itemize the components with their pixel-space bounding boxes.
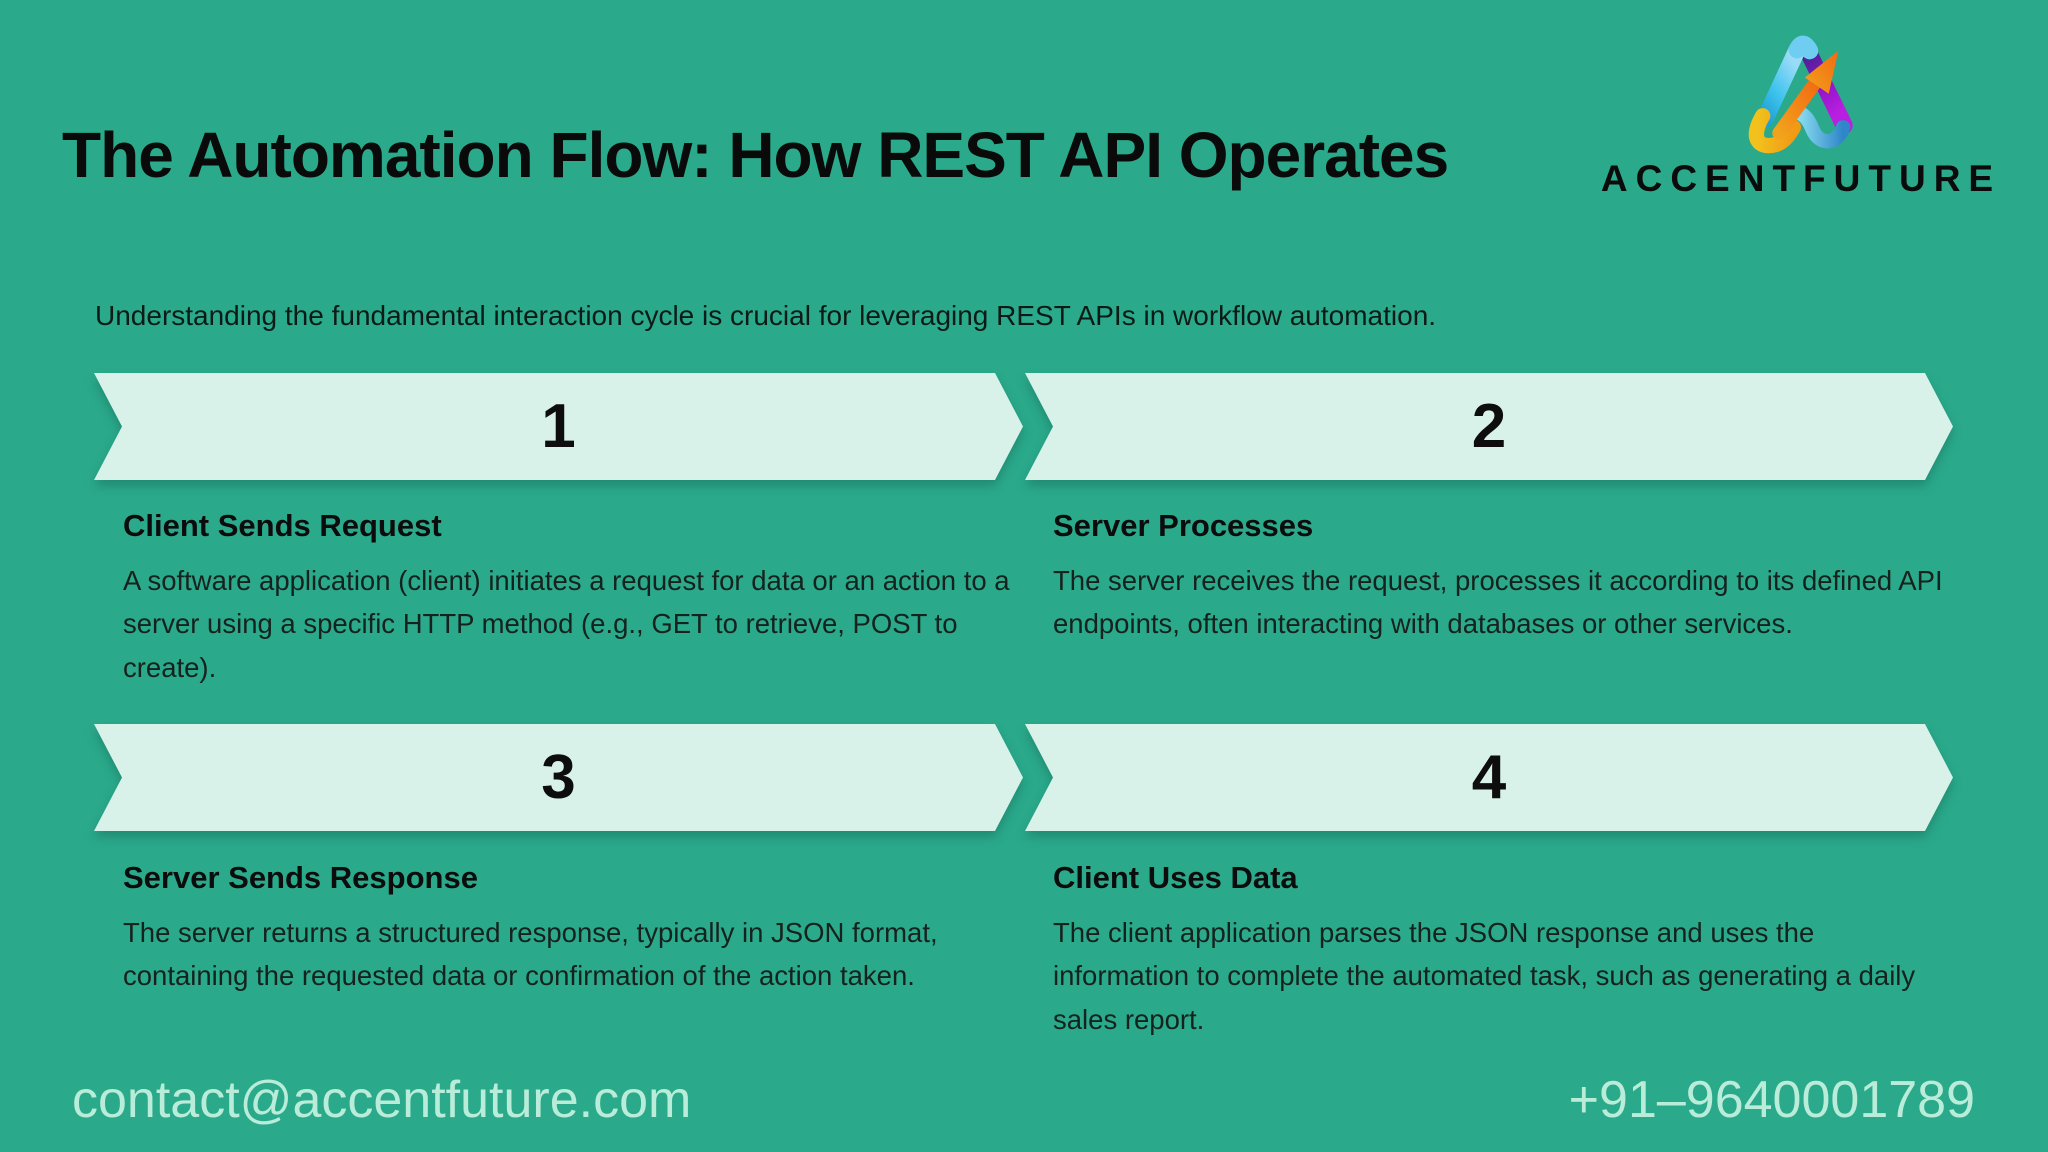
- step-4-number: 4: [1471, 742, 1507, 812]
- intro-text: Understanding the fundamental interactio…: [95, 300, 1437, 331]
- chevron-banner-shape: 1: [94, 373, 1023, 480]
- step-2-number: 2: [1471, 391, 1507, 461]
- step-1-content: Client Sends Request A software applicat…: [123, 508, 1018, 689]
- brand-name: ACCENTFUTURE: [1600, 158, 2002, 199]
- chevron-banner-shape: 2: [1025, 373, 1953, 480]
- step-3-description: The server returns a structured response…: [123, 917, 938, 992]
- accentfuture-logo-icon: [1748, 35, 1853, 154]
- brand-logo: ACCENTFUTURE: [1578, 22, 2024, 200]
- step-2-content: Server Processes The server receives the…: [1053, 508, 1948, 646]
- step-3-title: Server Sends Response: [123, 860, 478, 895]
- contact-phone: +91–9640001789: [1568, 1071, 1975, 1129]
- step-1-number: 1: [541, 391, 576, 461]
- page-title: The Automation Flow: How REST API Operat…: [62, 119, 1449, 191]
- step-3-banner: 3: [94, 724, 1023, 831]
- chevron-banner-shape: 4: [1025, 724, 1953, 831]
- step-1-title: Client Sends Request: [123, 508, 442, 543]
- step-3-number: 3: [541, 742, 576, 812]
- step-2-title: Server Processes: [1053, 508, 1314, 543]
- step-1-banner: 1: [94, 373, 1023, 480]
- step-4-content: Client Uses Data The client application …: [1053, 860, 1948, 1041]
- step-4-description: The client application parses the JSON r…: [1053, 917, 1916, 1035]
- step-1-description: A software application (client) initiate…: [123, 565, 1010, 683]
- step-4-title: Client Uses Data: [1053, 860, 1298, 895]
- contact-email: contact@accentfuture.com: [72, 1071, 692, 1129]
- step-2-description: The server receives the request, process…: [1053, 565, 1943, 640]
- step-2-banner: 2: [1025, 373, 1953, 480]
- step-4-banner: 4: [1025, 724, 1953, 831]
- chevron-banner-shape: 3: [94, 724, 1023, 831]
- step-3-content: Server Sends Response The server returns…: [123, 860, 1018, 998]
